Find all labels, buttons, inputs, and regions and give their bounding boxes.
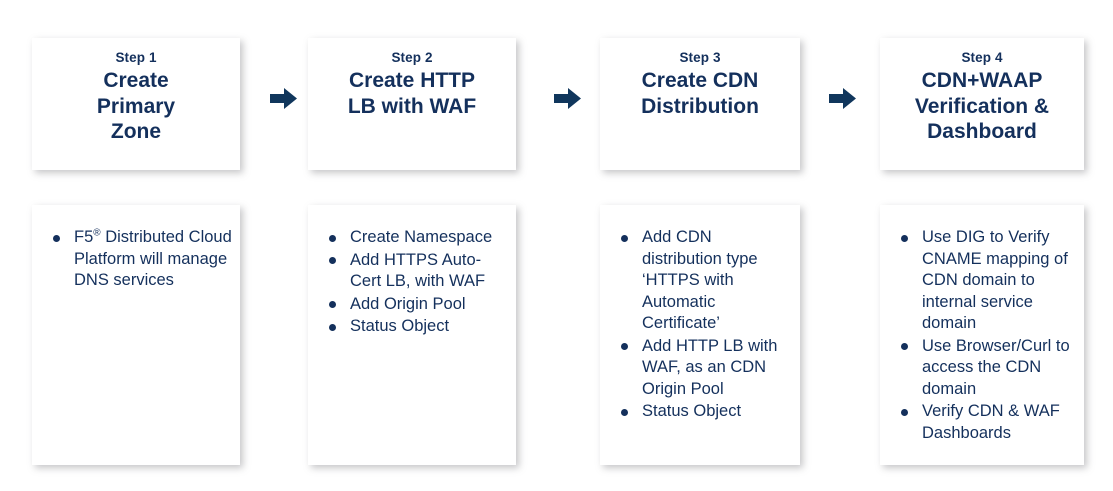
step-title-1: Create Primary Zone xyxy=(96,69,176,143)
list-item: Verify CDN & WAF Dashboards xyxy=(901,401,1078,444)
step-header-card-4: Step 4 CDN+WAAP Verification & Dashboard xyxy=(880,38,1084,170)
list-item: Add HTTP LB with WAF, as an CDN Origin P… xyxy=(621,336,794,401)
step-label-2: Step 2 xyxy=(391,50,433,65)
step-title-4: CDN+WAAP Verification & Dashboard xyxy=(914,69,1050,143)
step-header-card-3: Step 3 Create CDN Distribution xyxy=(600,38,800,170)
list-item: Add HTTPS Auto-Cert LB, with WAF xyxy=(329,250,510,293)
step-title-3: Create CDN Distribution xyxy=(641,69,759,118)
step-bullet-list-1: F5® Distributed Cloud Platform will mana… xyxy=(42,227,234,292)
step-title-2: Create HTTP LB with WAF xyxy=(347,69,477,118)
list-item: Add Origin Pool xyxy=(329,294,510,316)
arrow-right-icon xyxy=(829,88,856,109)
step-body-card-2: Create Namespace Add HTTPS Auto-Cert LB,… xyxy=(308,205,516,465)
list-item: Create Namespace xyxy=(329,227,510,249)
step-body-card-1: F5® Distributed Cloud Platform will mana… xyxy=(32,205,240,465)
step-bullet-list-3: Add CDN distribution type ‘HTTPS with Au… xyxy=(610,227,794,423)
list-item: F5® Distributed Cloud Platform will mana… xyxy=(53,227,234,292)
step-body-card-3: Add CDN distribution type ‘HTTPS with Au… xyxy=(600,205,800,465)
step-bullet-list-2: Create Namespace Add HTTPS Auto-Cert LB,… xyxy=(318,227,510,338)
step-body-card-4: Use DIG to Verify CNAME mapping of CDN d… xyxy=(880,205,1084,465)
step-header-card-2: Step 2 Create HTTP LB with WAF xyxy=(308,38,516,170)
list-item: Status Object xyxy=(621,401,794,423)
list-item: Use DIG to Verify CNAME mapping of CDN d… xyxy=(901,227,1078,335)
bullet-text-prefix: F5 xyxy=(74,228,94,246)
step-label-4: Step 4 xyxy=(961,50,1003,65)
registered-trademark-symbol: ® xyxy=(93,227,101,239)
list-item: Status Object xyxy=(329,316,510,338)
arrow-right-icon xyxy=(270,88,297,109)
arrow-right-icon xyxy=(554,88,581,109)
list-item: Use Browser/Curl to access the CDN domai… xyxy=(901,336,1078,401)
step-header-card-1: Step 1 Create Primary Zone xyxy=(32,38,240,170)
bullet-text-suffix: Distributed Cloud Platform will manage D… xyxy=(74,228,232,289)
step-label-3: Step 3 xyxy=(679,50,721,65)
step-bullet-list-4: Use DIG to Verify CNAME mapping of CDN d… xyxy=(890,227,1078,444)
step-label-1: Step 1 xyxy=(115,50,157,65)
list-item: Add CDN distribution type ‘HTTPS with Au… xyxy=(621,227,794,335)
